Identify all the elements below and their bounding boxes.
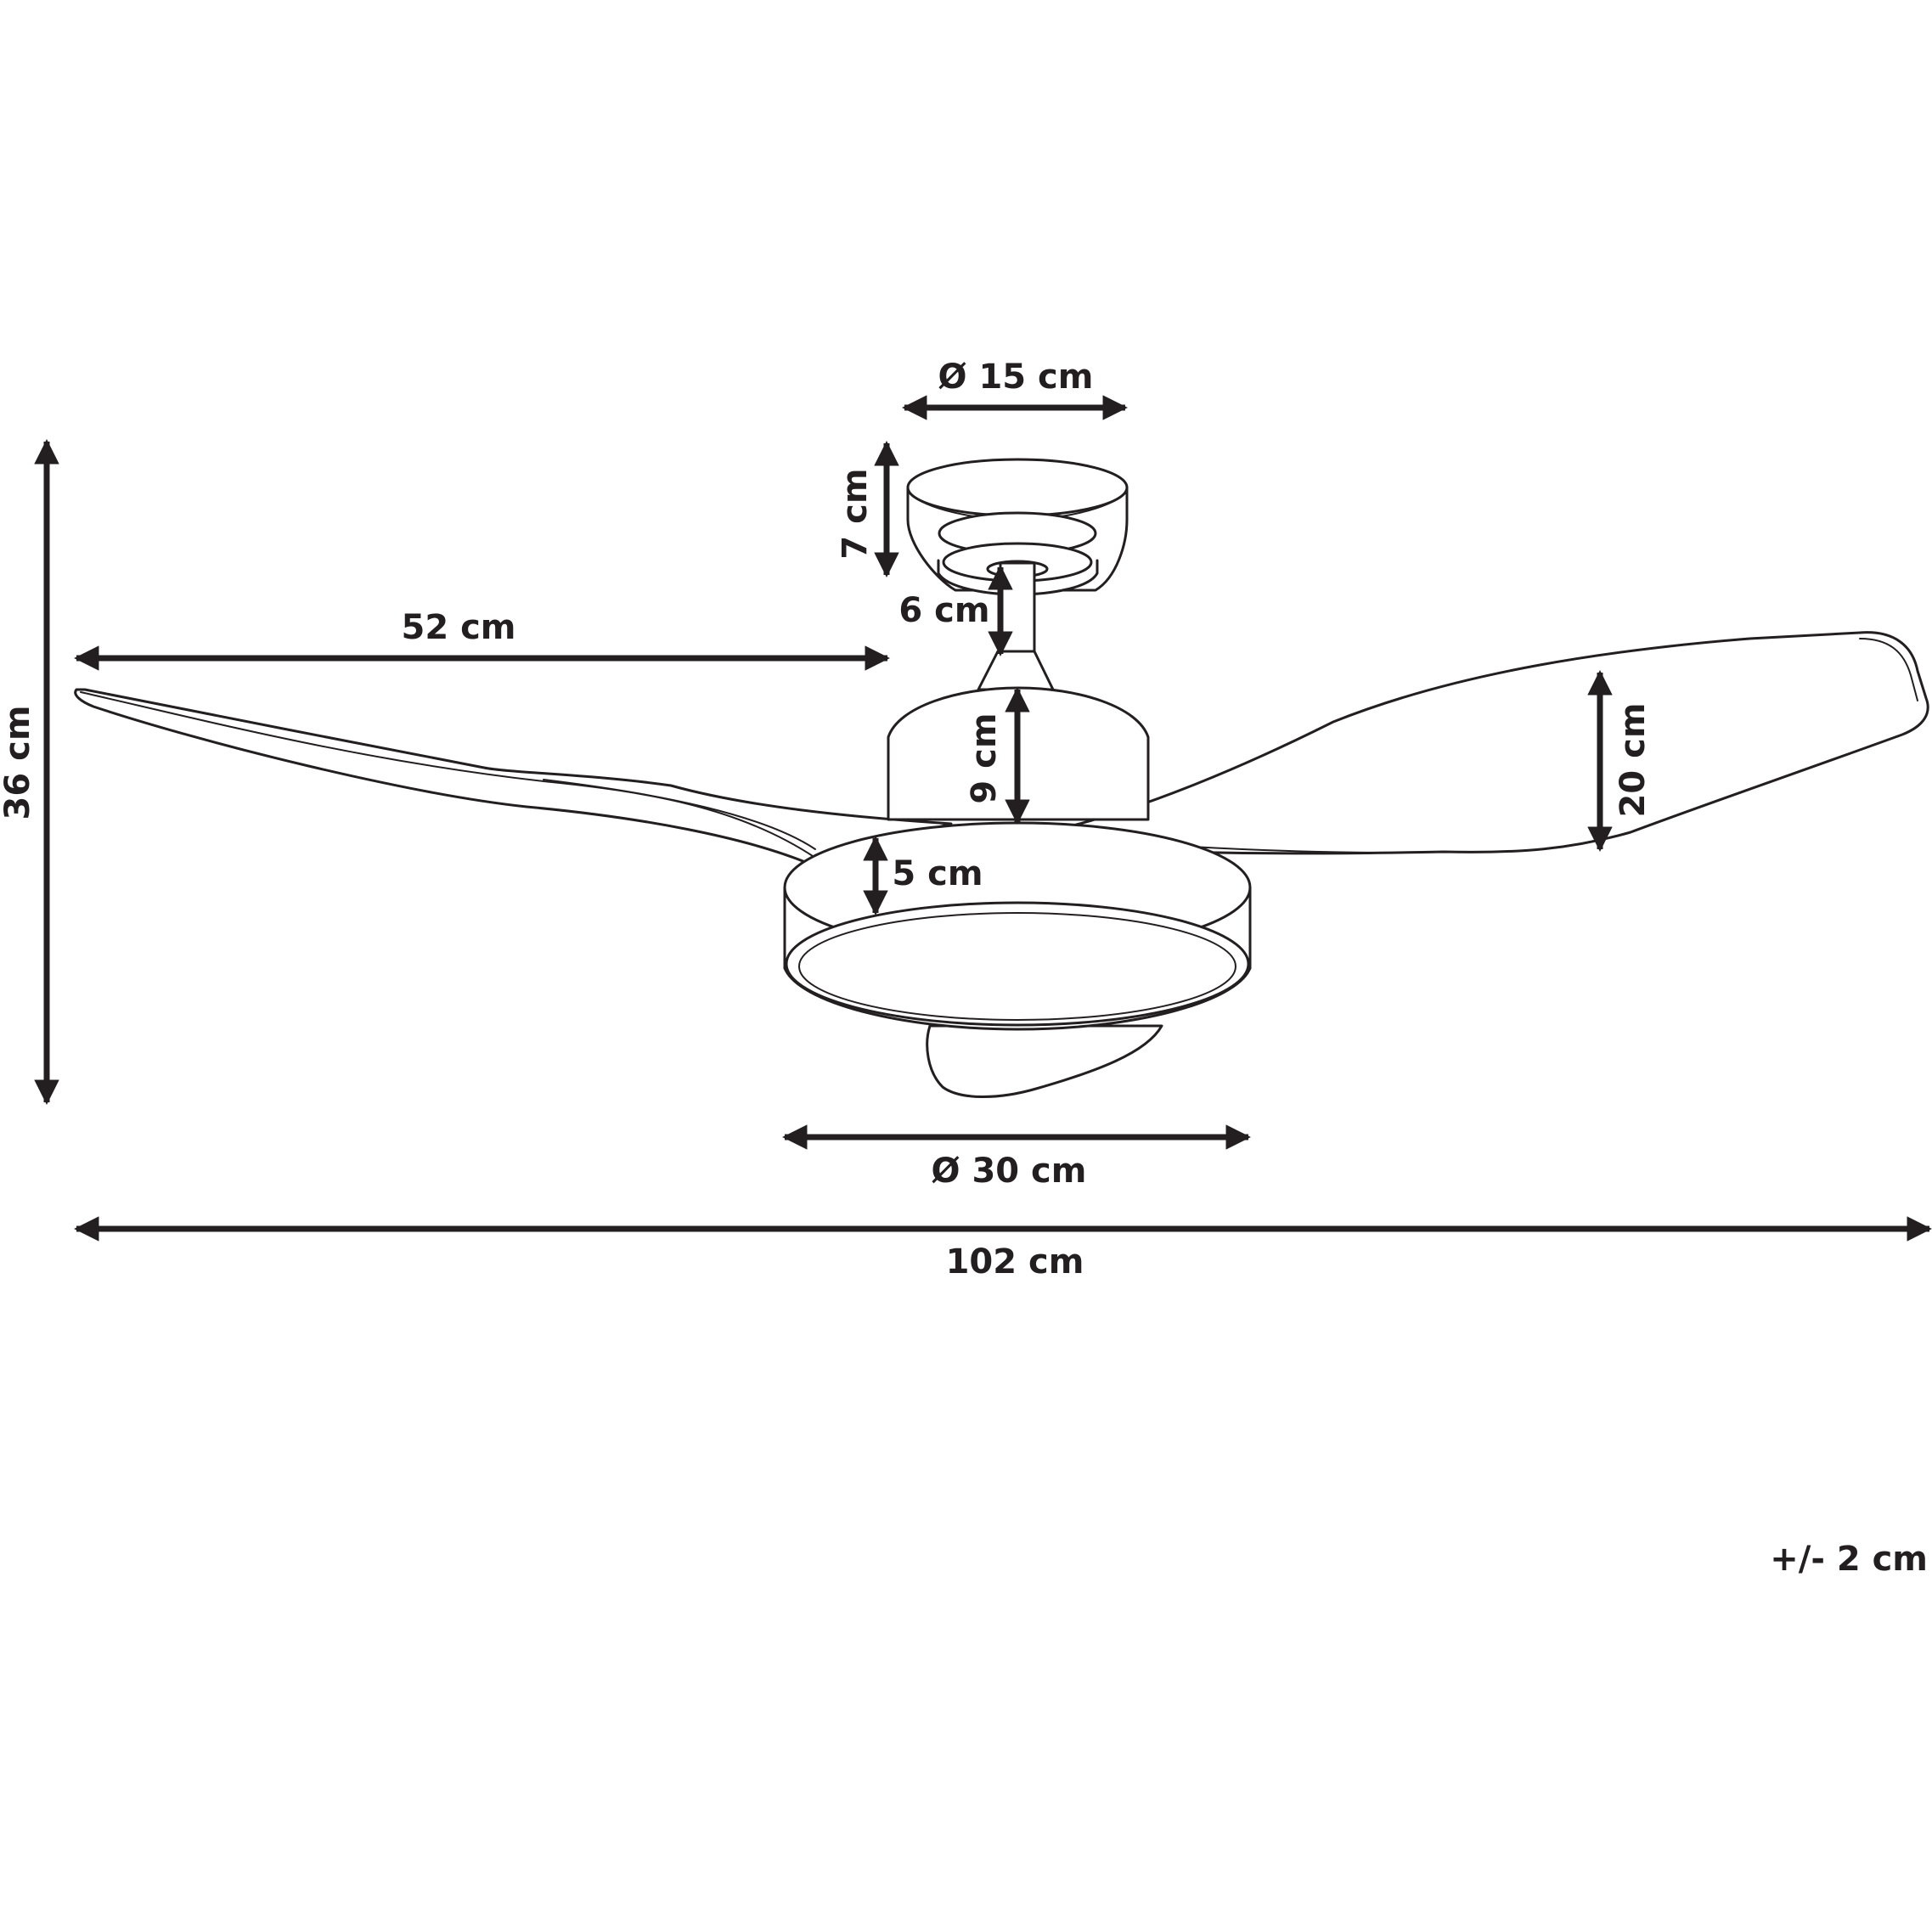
overall-height-label: 36 cm — [0, 706, 37, 820]
light-height-label: 5 cm — [892, 854, 983, 893]
canopy-height-label: 7 cm — [836, 468, 875, 559]
canopy-diameter-label: Ø 15 cm — [938, 358, 1094, 397]
tolerance-label: +/- 2 cm — [1770, 1540, 1928, 1579]
right-blade — [1068, 631, 1929, 855]
left-blade-edge-line — [80, 691, 816, 859]
left-blade-inner-line — [543, 779, 816, 850]
downrod-length-label: 6 cm — [898, 591, 989, 630]
motor-height-label: 9 cm — [965, 713, 1004, 803]
blade-length-label: 52 cm — [402, 608, 516, 647]
light-housing — [783, 821, 1252, 1031]
overall-width-label: 102 cm — [946, 1242, 1084, 1281]
fan-illustration — [74, 458, 1929, 1098]
dimension-labels: 36 cm 52 cm Ø 15 cm 7 cm 6 cm 9 cm 5 cm … — [0, 358, 1928, 1579]
canopy — [906, 458, 1129, 596]
light-cover-bottom — [926, 1024, 1163, 1098]
dimension-lines — [34, 395, 1932, 1242]
right-blade-edge-line — [1859, 638, 1918, 701]
blade-width-label: 20 cm — [1614, 703, 1653, 818]
light-diameter-label: Ø 30 cm — [932, 1152, 1087, 1191]
